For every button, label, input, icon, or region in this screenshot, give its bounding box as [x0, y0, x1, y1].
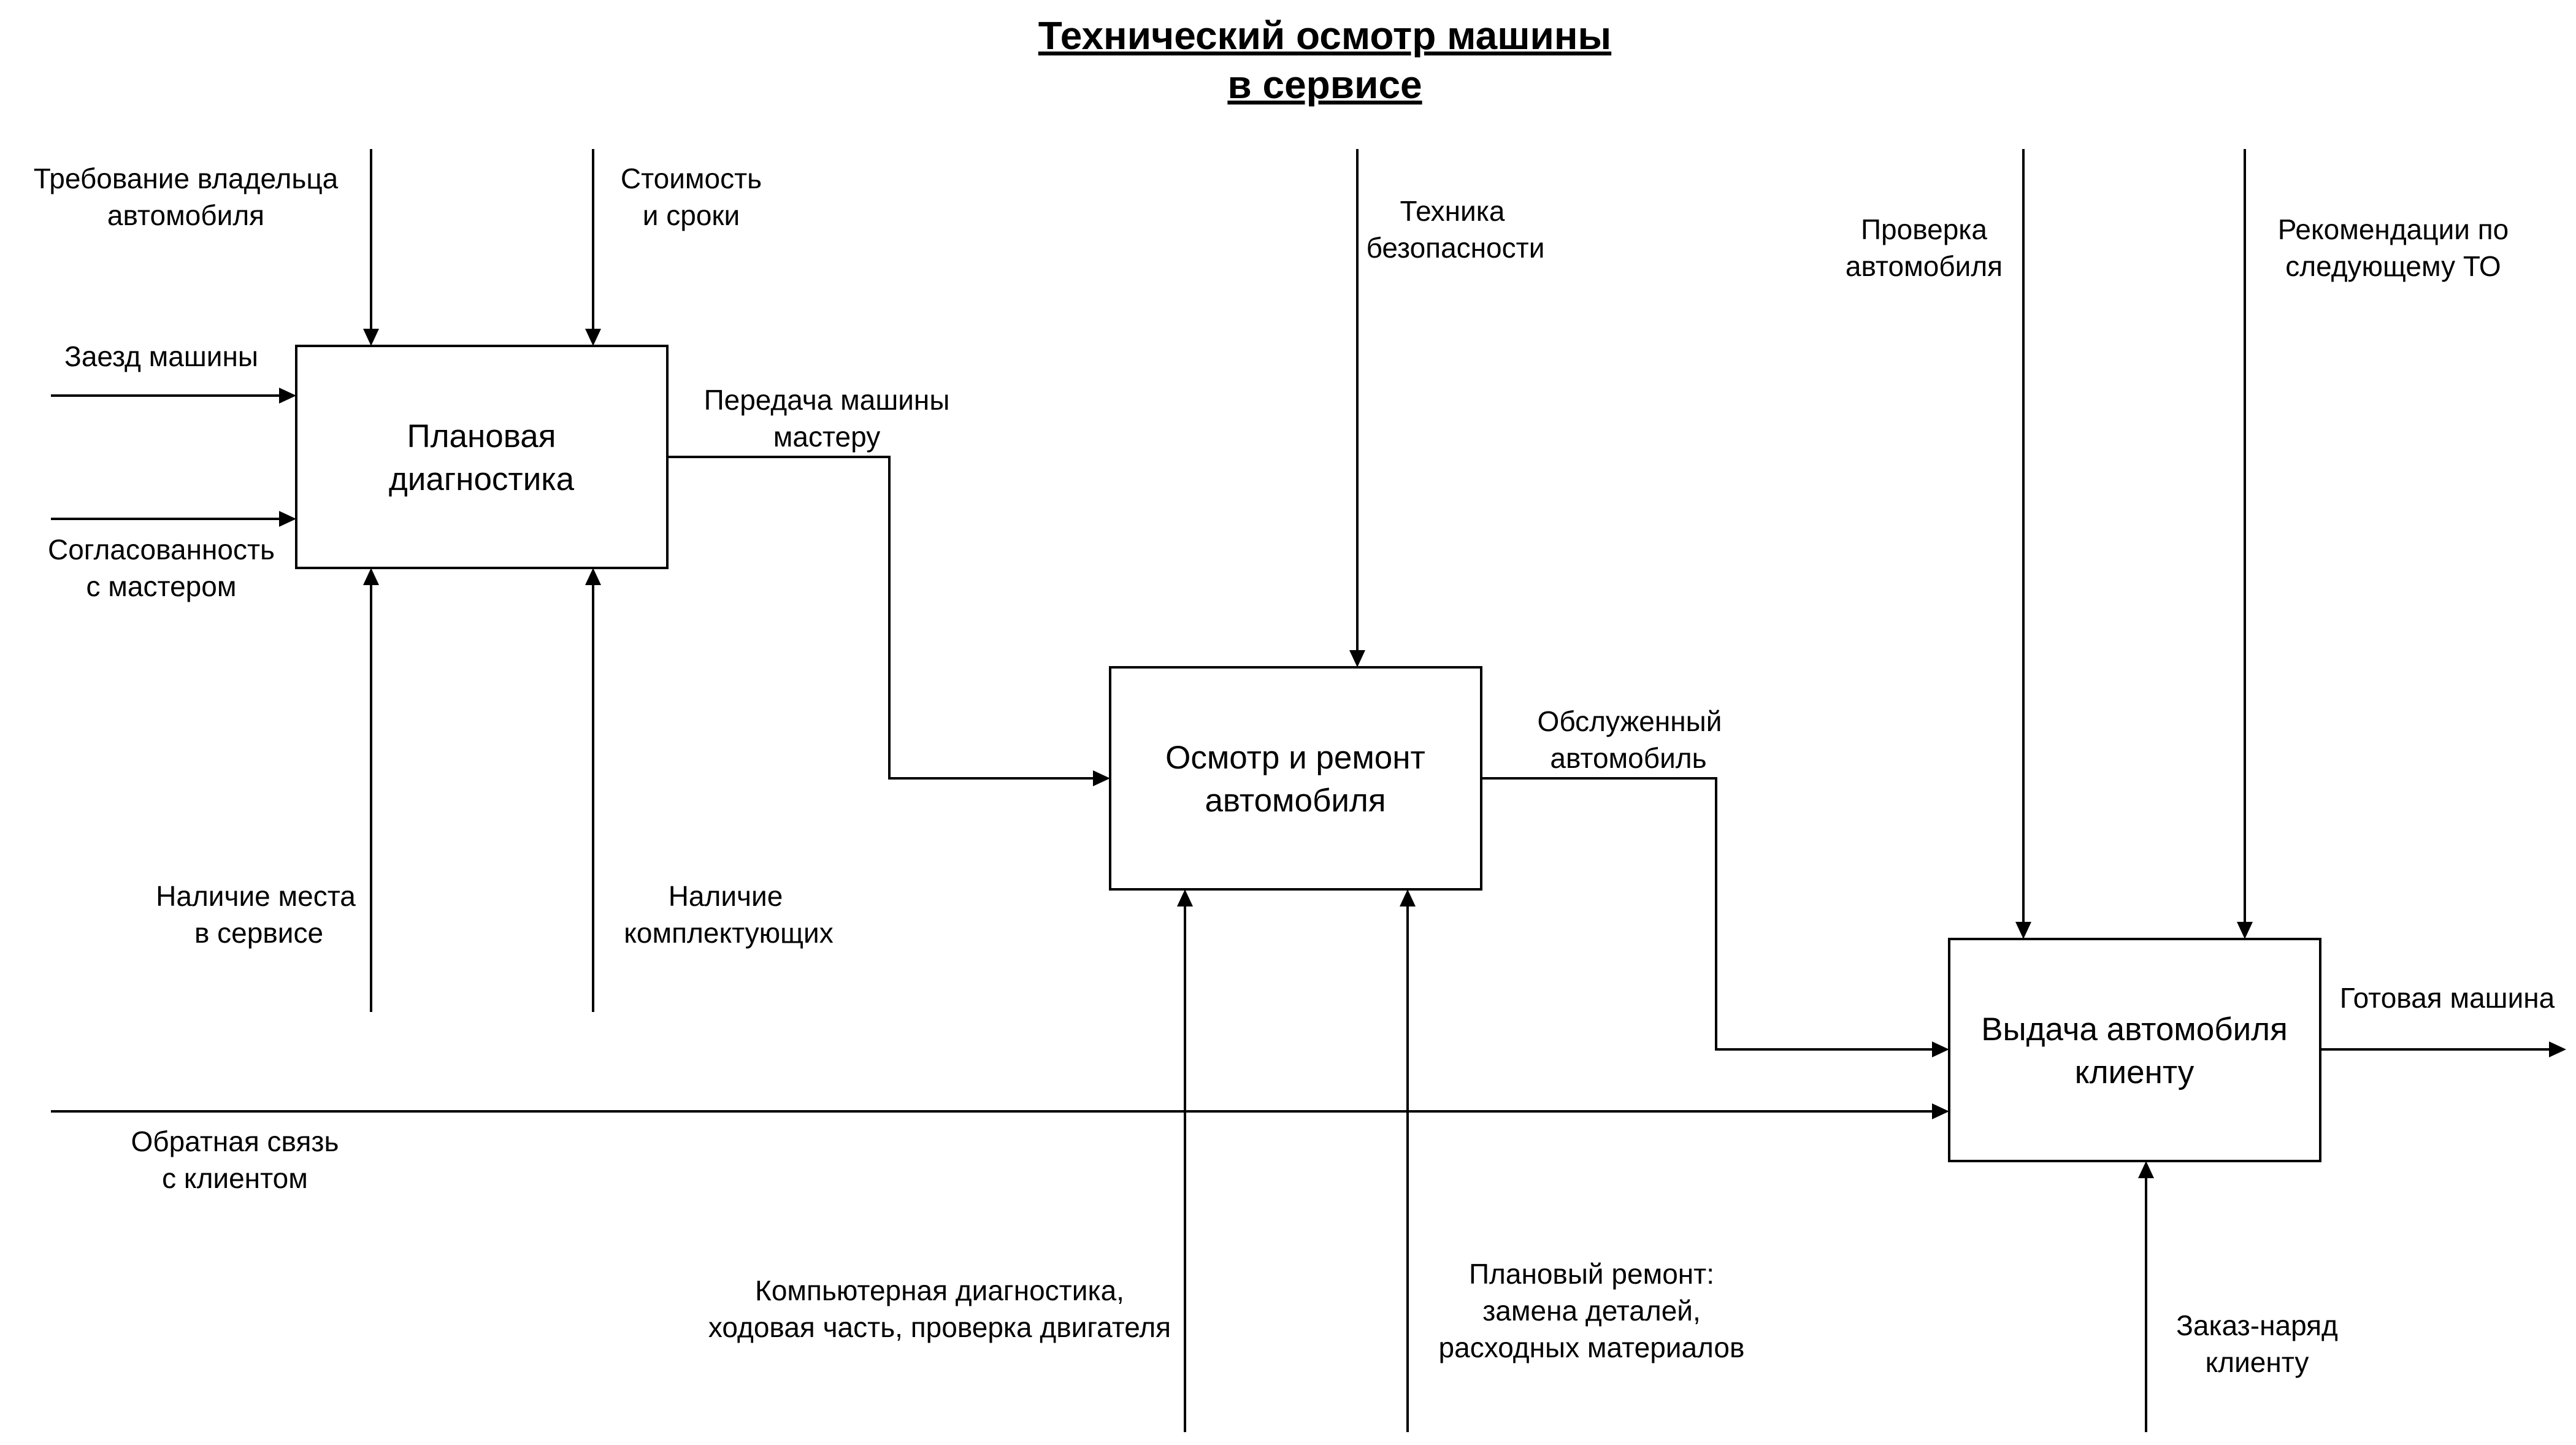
arrow-computer-diagnostics[interactable]: Компьютерная диагностика, ходовая часть,…: [708, 889, 1193, 1432]
arrow-planned-repair-label-2: замена деталей,: [1482, 1295, 1701, 1327]
diagram-title: Технический осмотр машины в сервисе: [1038, 13, 1611, 107]
arrow-client-feedback[interactable]: Обратная связь с клиентом: [51, 1103, 1949, 1194]
arrow-transfer-to-master-head: [1093, 770, 1110, 786]
arrow-serviced-car-line: [1481, 777, 1934, 1051]
arrow-master-agreement-head: [279, 511, 296, 527]
arrow-ready-car-head: [2549, 1041, 2566, 1057]
arrow-place-available-label-2: в сервисе: [194, 917, 323, 949]
arrow-computer-diagnostics-head: [1177, 889, 1193, 906]
arrow-cost-terms-label-2: и сроки: [643, 199, 740, 231]
arrow-safety-rules-label-1: Техника: [1400, 195, 1505, 227]
arrow-parts-available[interactable]: Наличие комплектующих: [585, 568, 834, 1012]
block-handover-label-2: клиенту: [2075, 1054, 2195, 1090]
arrow-cost-terms[interactable]: Стоимость и сроки: [585, 149, 762, 346]
arrow-owner-request-label-1: Требование владельца: [34, 163, 339, 194]
arrow-car-check-label-2: автомобиля: [1846, 250, 2003, 282]
arrow-owner-request[interactable]: Требование владельца автомобиля: [34, 149, 379, 346]
block-inspection-repair-label-2: автомобиля: [1205, 783, 1386, 819]
arrow-next-service-recommendations-label-1: Рекомендации по: [2278, 213, 2509, 245]
arrow-car-arrival-label-1: Заезд машины: [64, 340, 258, 372]
arrow-next-service-recommendations-label-2: следующему ТО: [2285, 250, 2501, 282]
arrow-client-feedback-head: [1932, 1103, 1949, 1119]
arrow-ready-car[interactable]: Готовая машина: [2320, 982, 2566, 1057]
arrow-serviced-car-head: [1932, 1041, 1949, 1057]
block-planned-diagnostics[interactable]: Плановая диагностика: [295, 345, 669, 569]
arrow-transfer-to-master[interactable]: Передача машины мастеру: [667, 384, 1110, 786]
block-planned-diagnostics-label-1: Плановая: [407, 418, 556, 454]
arrow-planned-repair-label-3: расходных материалов: [1439, 1332, 1745, 1363]
arrow-safety-rules[interactable]: Техника безопасности: [1349, 149, 1544, 667]
arrow-next-service-recommendations-head: [2237, 922, 2253, 939]
title-line-1: Технический осмотр машины: [1038, 13, 1611, 58]
arrow-client-feedback-label-2: с клиентом: [162, 1162, 308, 1194]
arrow-ready-car-label-1: Готовая машина: [2340, 982, 2555, 1014]
arrow-master-agreement-label-1: Согласованность: [48, 534, 275, 565]
arrow-serviced-car[interactable]: Обслуженный автомобиль: [1481, 705, 1949, 1057]
arrow-planned-repair[interactable]: Плановый ремонт: замена деталей, расходн…: [1400, 889, 1744, 1432]
arrow-client-feedback-label-1: Обратная связь: [131, 1125, 339, 1157]
title-line-2: в сервисе: [1227, 63, 1422, 107]
arrow-serviced-car-label-2: автомобиль: [1550, 742, 1706, 774]
block-inspection-repair-frame: [1109, 666, 1482, 891]
arrow-car-arrival[interactable]: Заезд машины: [51, 340, 296, 404]
arrow-planned-repair-label-1: Плановый ремонт:: [1469, 1258, 1714, 1290]
block-planned-diagnostics-label-2: диагностика: [389, 461, 575, 497]
arrow-place-available-label-1: Наличие места: [156, 880, 356, 912]
arrow-owner-request-head: [363, 329, 379, 346]
arrow-safety-rules-label-2: безопасности: [1367, 232, 1545, 264]
arrow-place-available[interactable]: Наличие места в сервисе: [156, 568, 379, 1012]
arrow-cost-terms-head: [585, 329, 601, 346]
block-handover-frame: [1948, 938, 2321, 1162]
arrow-cost-terms-label-1: Стоимость: [621, 163, 762, 194]
arrow-planned-repair-head: [1400, 889, 1416, 906]
arrow-transfer-to-master-label-2: мастеру: [773, 421, 880, 453]
arrow-master-agreement[interactable]: Согласованность с мастером: [48, 511, 296, 602]
block-inspection-repair[interactable]: Осмотр и ремонт автомобиля: [1109, 666, 1482, 891]
arrow-work-order-label-1: Заказ-наряд: [2176, 1309, 2338, 1341]
arrow-owner-request-label-2: автомобиля: [107, 199, 264, 231]
block-handover[interactable]: Выдача автомобиля клиенту: [1948, 938, 2321, 1162]
arrow-work-order[interactable]: Заказ-наряд клиенту: [2138, 1161, 2338, 1432]
arrow-master-agreement-label-2: с мастером: [86, 570, 237, 602]
arrow-serviced-car-label-1: Обслуженный: [1538, 705, 1722, 737]
arrow-place-available-head: [363, 568, 379, 585]
arrow-computer-diagnostics-label-1: Компьютерная диагностика,: [755, 1274, 1124, 1306]
arrow-transfer-to-master-label-1: Передача машины: [704, 384, 950, 416]
arrow-next-service-recommendations[interactable]: Рекомендации по следующему ТО: [2237, 149, 2509, 939]
arrow-transfer-to-master-line: [667, 456, 1095, 780]
block-handover-label-1: Выдача автомобиля: [1981, 1011, 2288, 1048]
arrow-car-check-label-1: Проверка: [1861, 213, 1987, 245]
arrow-car-arrival-head: [279, 388, 296, 404]
arrow-car-check-head: [2015, 922, 2031, 939]
block-planned-diagnostics-frame: [295, 345, 669, 569]
arrow-work-order-label-2: клиенту: [2206, 1346, 2309, 1378]
arrow-parts-available-head: [585, 568, 601, 585]
arrow-car-check[interactable]: Проверка автомобиля: [1846, 149, 2031, 939]
arrow-work-order-head: [2138, 1161, 2154, 1178]
arrow-computer-diagnostics-label-2: ходовая часть, проверка двигателя: [708, 1311, 1171, 1343]
arrow-parts-available-label-2: комплектующих: [624, 917, 833, 949]
block-inspection-repair-label-1: Осмотр и ремонт: [1165, 740, 1425, 776]
arrow-parts-available-label-1: Наличие: [669, 880, 783, 912]
arrow-safety-rules-head: [1349, 650, 1365, 667]
